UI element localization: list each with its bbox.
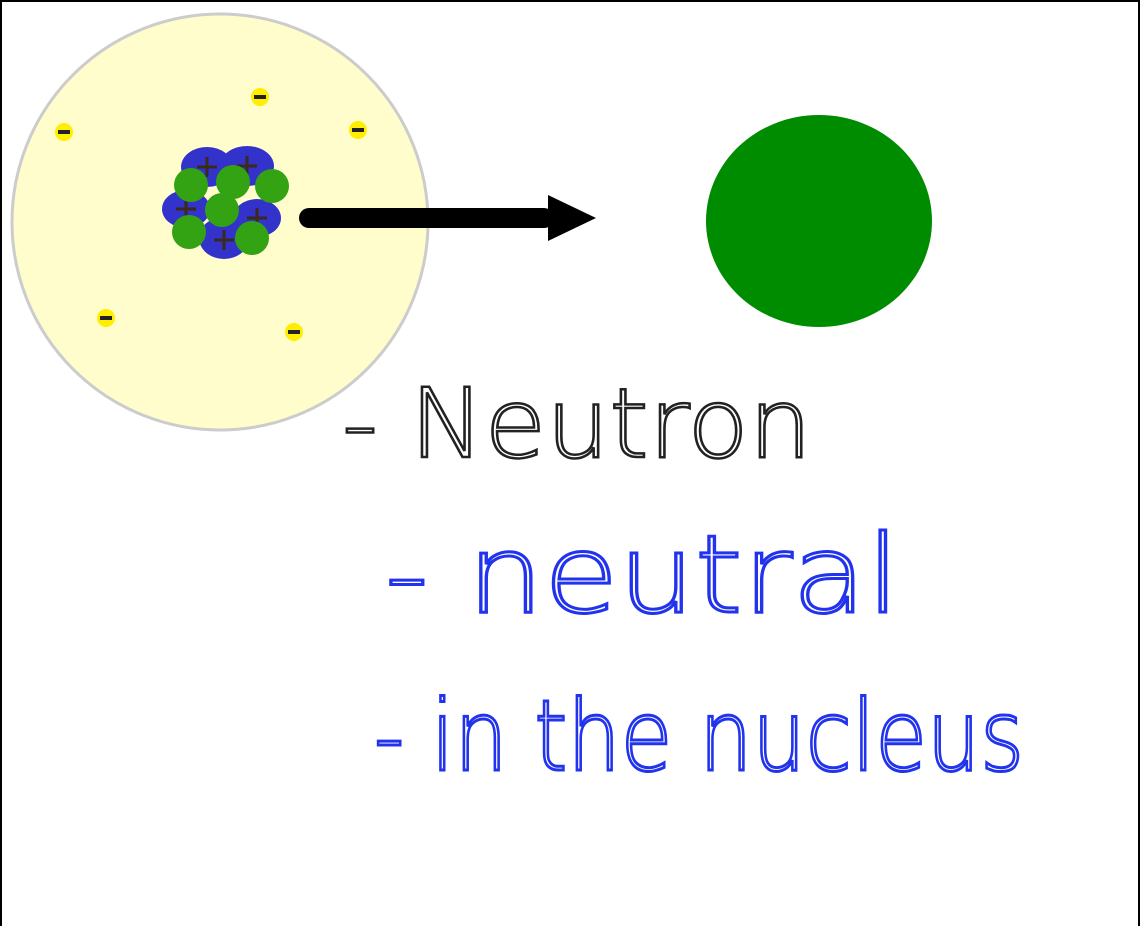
neutron-particle xyxy=(205,193,239,227)
notes: - Neutron - neutral - in the nucleus xyxy=(341,367,1026,796)
electron-icon xyxy=(251,88,269,106)
arrow xyxy=(299,195,596,241)
electron-icon xyxy=(349,121,367,139)
electron-icon xyxy=(285,323,303,341)
proton-icon xyxy=(199,217,249,259)
note-line-2: - in the nucleus xyxy=(374,680,1024,794)
electron-icon xyxy=(55,123,73,141)
neutron-particle xyxy=(172,215,206,249)
atom xyxy=(10,12,430,432)
neutron-enlarged xyxy=(706,115,932,327)
neutron-particle xyxy=(216,165,250,199)
note-heading: - Neutron xyxy=(342,368,812,480)
note-line-1: - neutral xyxy=(385,513,900,638)
neutron-particle xyxy=(174,168,208,202)
neutron-particle xyxy=(235,221,269,255)
neutron-particle xyxy=(255,169,289,203)
electron-icon xyxy=(97,309,115,327)
nucleus xyxy=(162,146,289,259)
